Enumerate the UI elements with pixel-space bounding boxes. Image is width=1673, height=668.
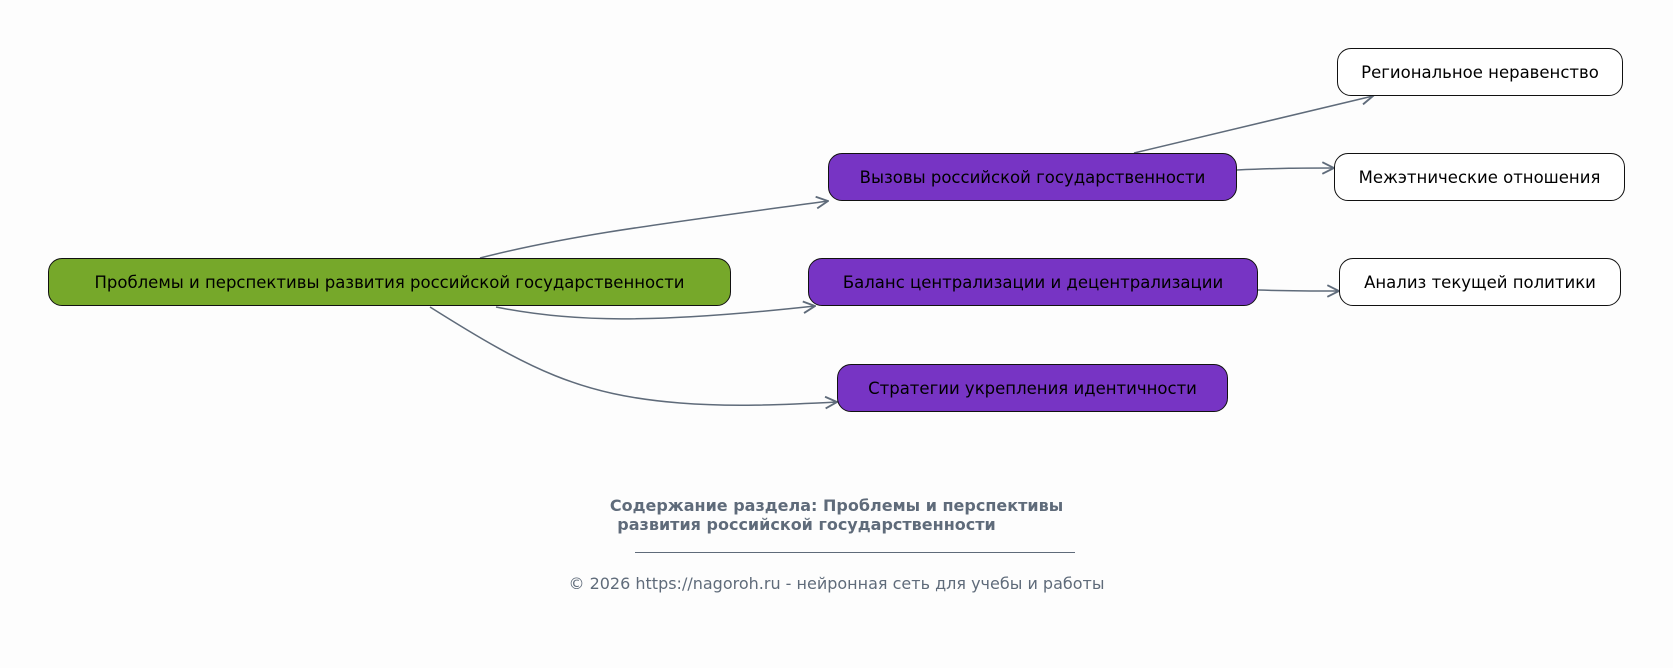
- branch-node-strategies[interactable]: Стратегии укрепления идентичности: [837, 364, 1228, 412]
- caption-title: Содержание раздела: Проблемы и перспекти…: [0, 496, 1673, 534]
- edge-balance-analysis: [1257, 290, 1339, 291]
- edge-challenges-regional: [1133, 96, 1373, 154]
- root-node[interactable]: Проблемы и перспективы развития российск…: [48, 258, 731, 306]
- branch-node-balance[interactable]: Баланс централизации и децентрализации: [808, 258, 1258, 306]
- edge-root-balance: [495, 306, 815, 320]
- caption-title-line2: развития российской государственности: [617, 515, 996, 534]
- copyright: © 2026 https://nagoroh.ru - нейронная се…: [568, 574, 1105, 593]
- branch-node-challenges[interactable]: Вызовы российской государственности: [828, 153, 1237, 201]
- leaf-node-analysis[interactable]: Анализ текущей политики: [1339, 258, 1621, 306]
- edge-challenges-ethnic: [1236, 168, 1334, 170]
- caption-divider: [635, 552, 1075, 553]
- edge-root-strategies: [429, 306, 837, 405]
- leaf-node-regional[interactable]: Региональное неравенство: [1337, 48, 1623, 96]
- edge-root-challenges: [479, 201, 828, 259]
- leaf-node-ethnic[interactable]: Межэтнические отношения: [1334, 153, 1625, 201]
- caption-title-line1: Содержание раздела: Проблемы и перспекти…: [609, 496, 1064, 515]
